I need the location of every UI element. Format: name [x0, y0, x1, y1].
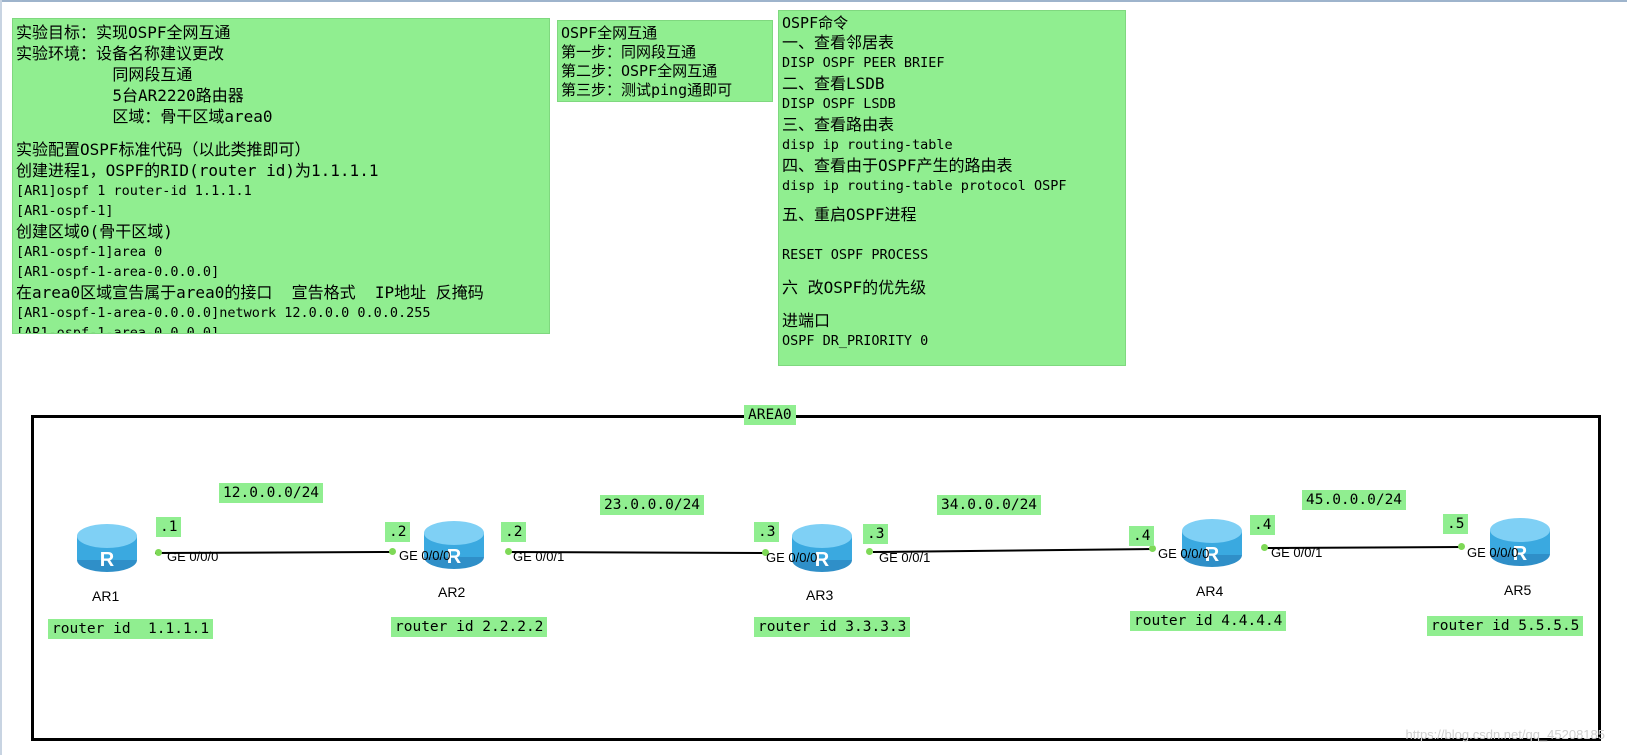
command-text: RESET OSPF PROCESS	[782, 247, 929, 263]
command-section: 四、查看由于OSPF产生的路由表	[782, 156, 1013, 175]
command-text: disp ip routing-table protocol OSPF	[782, 178, 1067, 194]
port-dot	[389, 548, 396, 555]
commands-title: OSPF命令	[782, 14, 849, 32]
link-ar3-ar4	[872, 548, 1154, 553]
router-name: AR2	[438, 584, 466, 600]
note-line: 第一步：同网段互通	[561, 43, 697, 61]
port-label: GE 0/0/0	[1467, 545, 1519, 560]
router-ar5-icon: R	[1490, 518, 1550, 566]
note-line: 5台AR2220路由器	[16, 86, 244, 105]
host-id-label: .4	[1129, 526, 1155, 546]
config-line: [AR1-ospf-1-area-0.0.0.0]	[16, 325, 220, 334]
watermark: https://blog.csdn.net/qq_45208185	[1405, 727, 1606, 742]
window-top-border	[0, 0, 1627, 2]
note-line: 实验目标：实现OSPF全网互通	[16, 23, 231, 42]
router-icon[interactable]: R	[422, 519, 486, 571]
port-label: GE 0/0/0	[1158, 546, 1210, 561]
network-label: 12.0.0.0/24	[219, 483, 324, 503]
link-ar2-ar3	[508, 551, 767, 554]
port-label: GE 0/0/1	[1271, 545, 1323, 560]
note-ospf-commands: OSPF命令 一、查看邻居表 DISP OSPF PEER BRIEF 二、查看…	[778, 10, 1126, 366]
host-id-label: .1	[156, 517, 182, 537]
port-label: GE 0/0/1	[513, 549, 565, 564]
host-id-label: .5	[1443, 514, 1469, 534]
command-section: 二、查看LSDB	[782, 74, 885, 93]
port-label: GE 0/0/0	[766, 550, 818, 565]
link-ar1-ar2	[154, 551, 394, 554]
port-dot	[762, 549, 769, 556]
host-id-label: .2	[385, 522, 411, 542]
area-label: AREA0	[744, 405, 796, 425]
note-line: OSPF全网互通	[561, 24, 658, 42]
config-line: [AR1-ospf-1-area-0.0.0.0]	[16, 264, 220, 280]
router-icon[interactable]: R	[790, 522, 854, 574]
note-line: 实验环境：设备名称建议更改	[16, 44, 225, 63]
port-dot	[1261, 544, 1268, 551]
router-icon[interactable]: R	[1180, 517, 1244, 569]
router-id-label: router id 1.1.1.1	[48, 619, 214, 639]
router-icon[interactable]: R	[1488, 516, 1552, 568]
host-id-label: .4	[1250, 515, 1276, 535]
router-ar2-icon: R	[424, 521, 484, 569]
port-label: GE 0/0/0	[167, 549, 219, 564]
port-label: GE 0/0/1	[879, 550, 931, 565]
svg-text:R: R	[1205, 544, 1220, 566]
router-icon[interactable]: R	[75, 522, 139, 574]
command-section: 三、查看路由表	[782, 115, 895, 134]
link-ar4-ar5	[1264, 546, 1463, 549]
host-id-label: .3	[863, 524, 889, 544]
router-name: AR1	[92, 588, 120, 604]
router-ar1-icon: R	[77, 524, 137, 572]
network-label: 23.0.0.0/24	[600, 495, 705, 515]
command-text: disp ip routing-table	[782, 137, 953, 153]
config-line: 创建区域0(骨干区域)	[16, 222, 173, 241]
network-label: 45.0.0.0/24	[1302, 490, 1407, 510]
svg-text:R: R	[1513, 543, 1528, 565]
area0-boundary	[31, 415, 1601, 741]
host-id-label: .2	[501, 522, 527, 542]
network-label: 34.0.0.0/24	[937, 495, 1042, 515]
router-name: AR5	[1504, 582, 1532, 598]
note-steps: OSPF全网互通 第一步：同网段互通 第二步：OSPF全网互通 第三步：测试pi…	[557, 20, 773, 102]
router-id-label: router id 2.2.2.2	[391, 617, 548, 637]
config-line: [AR1-ospf-1]area 0	[16, 244, 163, 260]
note-experiment-config: 实验目标：实现OSPF全网互通 实验环境：设备名称建议更改 同网段互通 5台AR…	[12, 18, 550, 334]
command-section: 一、查看邻居表	[782, 33, 895, 52]
port-dot	[866, 548, 873, 555]
router-name: AR4	[1196, 583, 1224, 599]
command-text: DISP OSPF PEER BRIEF	[782, 55, 945, 71]
config-title: 实验配置OSPF标准代码（以此类推即可）	[16, 140, 311, 159]
router-id-label: router id 3.3.3.3	[754, 617, 911, 637]
config-line: [AR1-ospf-1]	[16, 203, 114, 219]
note-line: 第二步：OSPF全网互通	[561, 62, 718, 80]
command-section: 五、重启OSPF进程	[782, 205, 917, 224]
window-left-border	[0, 0, 2, 755]
port-dot	[1149, 545, 1156, 552]
router-ar4-icon: R	[1182, 519, 1242, 567]
config-line: [AR1-ospf-1-area-0.0.0.0]network 12.0.0.…	[16, 305, 431, 321]
command-section: 六 改OSPF的优先级	[782, 278, 927, 297]
svg-text:R: R	[447, 546, 462, 568]
command-text: OSPF DR_PRIORITY 0	[782, 333, 929, 349]
config-line: [AR1]ospf 1 router-id 1.1.1.1	[16, 183, 252, 199]
router-name: AR3	[806, 587, 834, 603]
command-text: DISP OSPF LSDB	[782, 96, 896, 112]
router-id-label: router id 4.4.4.4	[1130, 611, 1287, 631]
config-line: 创建进程1，OSPF的RID(router id)为1.1.1.1	[16, 161, 379, 180]
command-section: 进端口	[782, 311, 831, 330]
port-dot	[505, 548, 512, 555]
port-dot	[1458, 543, 1465, 550]
port-label: GE 0/0/0	[399, 548, 451, 563]
note-line: 同网段互通	[16, 65, 193, 84]
note-line: 区域：骨干区域area0	[16, 107, 273, 126]
config-line: 在area0区域宣告属于area0的接口 宣告格式 IP地址 反掩码	[16, 283, 484, 302]
router-ar3-icon: R	[792, 524, 852, 572]
svg-text:R: R	[100, 549, 115, 571]
note-line: 第三步：测试ping通即可	[561, 81, 733, 99]
port-dot	[155, 549, 162, 556]
router-id-label: router id 5.5.5.5	[1427, 616, 1584, 636]
host-id-label: .3	[754, 522, 780, 542]
svg-text:R: R	[815, 549, 830, 571]
